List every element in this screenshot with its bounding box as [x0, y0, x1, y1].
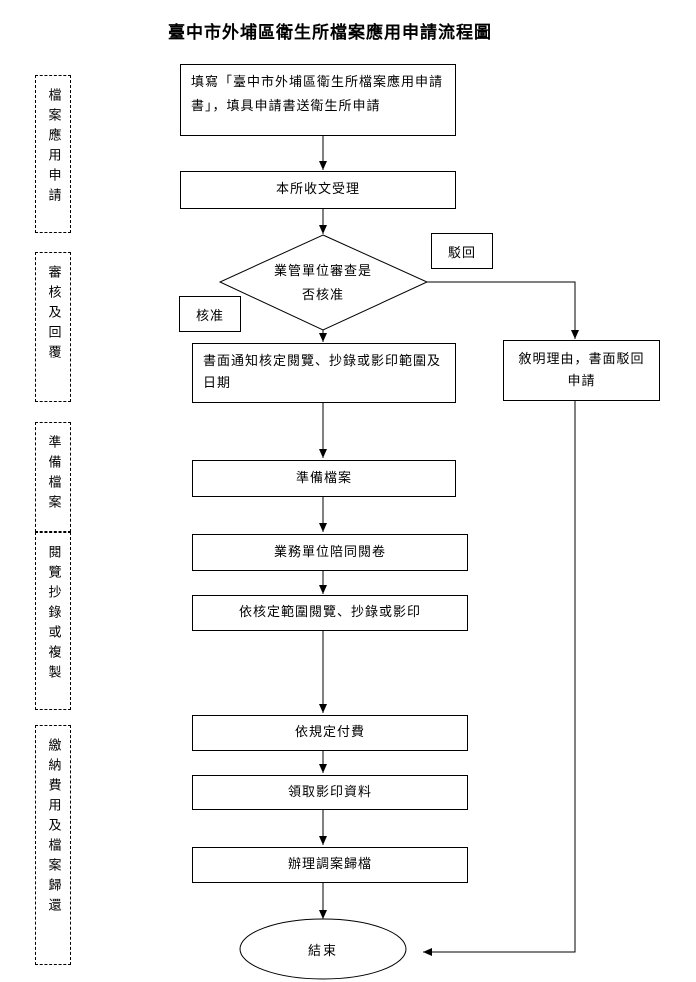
- step-return-archive: 辦理調案歸檔: [192, 847, 468, 883]
- step-accompany-viewing: 業務單位陪同閱卷: [192, 534, 468, 571]
- arrow-review-to-reject: [427, 281, 579, 339]
- step-written-rejection: 敘明理由，書面駁回申請: [503, 340, 660, 401]
- stage-view-copy: 閱覽抄錄或複製: [35, 532, 71, 710]
- step-prepare-files: 準備檔案: [192, 460, 456, 497]
- page-title: 臺中市外埔區衛生所檔案應用申請流程圖: [168, 23, 492, 43]
- step-receive-document: 本所收文受理: [180, 171, 456, 209]
- stage-application: 檔案應用申請: [35, 75, 71, 233]
- end-oval: [239, 918, 407, 980]
- stage-review-reply: 審核及回覆: [35, 252, 71, 402]
- arrow-reject-to-end: [423, 401, 576, 956]
- step-written-notice: 書面通知核定閱覽、抄錄或影印範圍及日期: [192, 343, 456, 403]
- end-label: 結束: [307, 943, 338, 959]
- step-collect-copies: 領取影印資料: [192, 775, 468, 810]
- step-pay-fee: 依規定付費: [192, 715, 468, 751]
- stage-pay-return: 繳納費用及檔案歸還: [35, 725, 71, 965]
- reject-label: 駁回: [431, 233, 493, 269]
- review-decision-diamond: [218, 234, 429, 331]
- review-decision-text: 業管單位審查是否核准: [273, 264, 372, 303]
- step-fill-application-form: 填寫「臺中市外埔區衛生所檔案應用申請書」，填具申請書送衛生所申請: [180, 64, 456, 136]
- step-view-copy-print: 依核定範圍閱覽、抄錄或影印: [192, 595, 468, 631]
- approve-label: 核准: [179, 296, 241, 332]
- stage-prepare-files: 準備檔案: [35, 422, 71, 532]
